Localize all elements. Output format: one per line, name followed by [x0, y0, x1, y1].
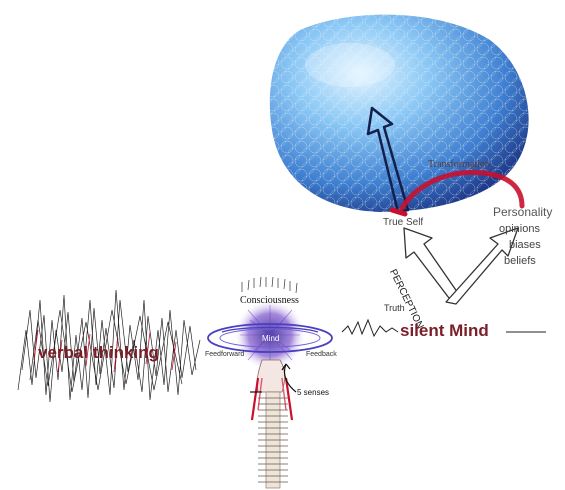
vertebrae — [258, 397, 288, 483]
verbal-thinking-red-strokes — [33, 329, 177, 373]
senses-label: 5 senses — [297, 388, 330, 397]
opinions-label: opinions — [499, 223, 540, 235]
truth-label: Truth — [384, 303, 405, 313]
transformation-label: Transformation — [428, 159, 490, 170]
senses-arrows — [250, 363, 297, 393]
feedback-label: Feedback — [306, 351, 337, 358]
consciousness-label: Consciousness — [240, 295, 299, 306]
personality-label: Personality — [493, 205, 553, 219]
perception-arrows — [403, 227, 519, 305]
consciousness-sphere — [269, 14, 529, 213]
feedforward-label: Feedforward — [205, 351, 245, 358]
silent-mind-label: silent Mind — [400, 321, 489, 340]
brain-figure — [207, 299, 333, 371]
ascension-arrow — [366, 106, 410, 217]
consciousness-halo — [241, 276, 298, 294]
verbal-thinking-scribble — [17, 289, 201, 403]
silent-mind-wave — [341, 318, 546, 338]
beliefs-label: beliefs — [504, 255, 536, 267]
transformation-curve — [399, 170, 525, 211]
biases-label: biases — [509, 239, 541, 251]
true-self-label: True Self — [383, 217, 424, 228]
mind-label: Mind — [262, 334, 280, 343]
verbal-thinking-label: verbal thinking — [38, 343, 159, 362]
